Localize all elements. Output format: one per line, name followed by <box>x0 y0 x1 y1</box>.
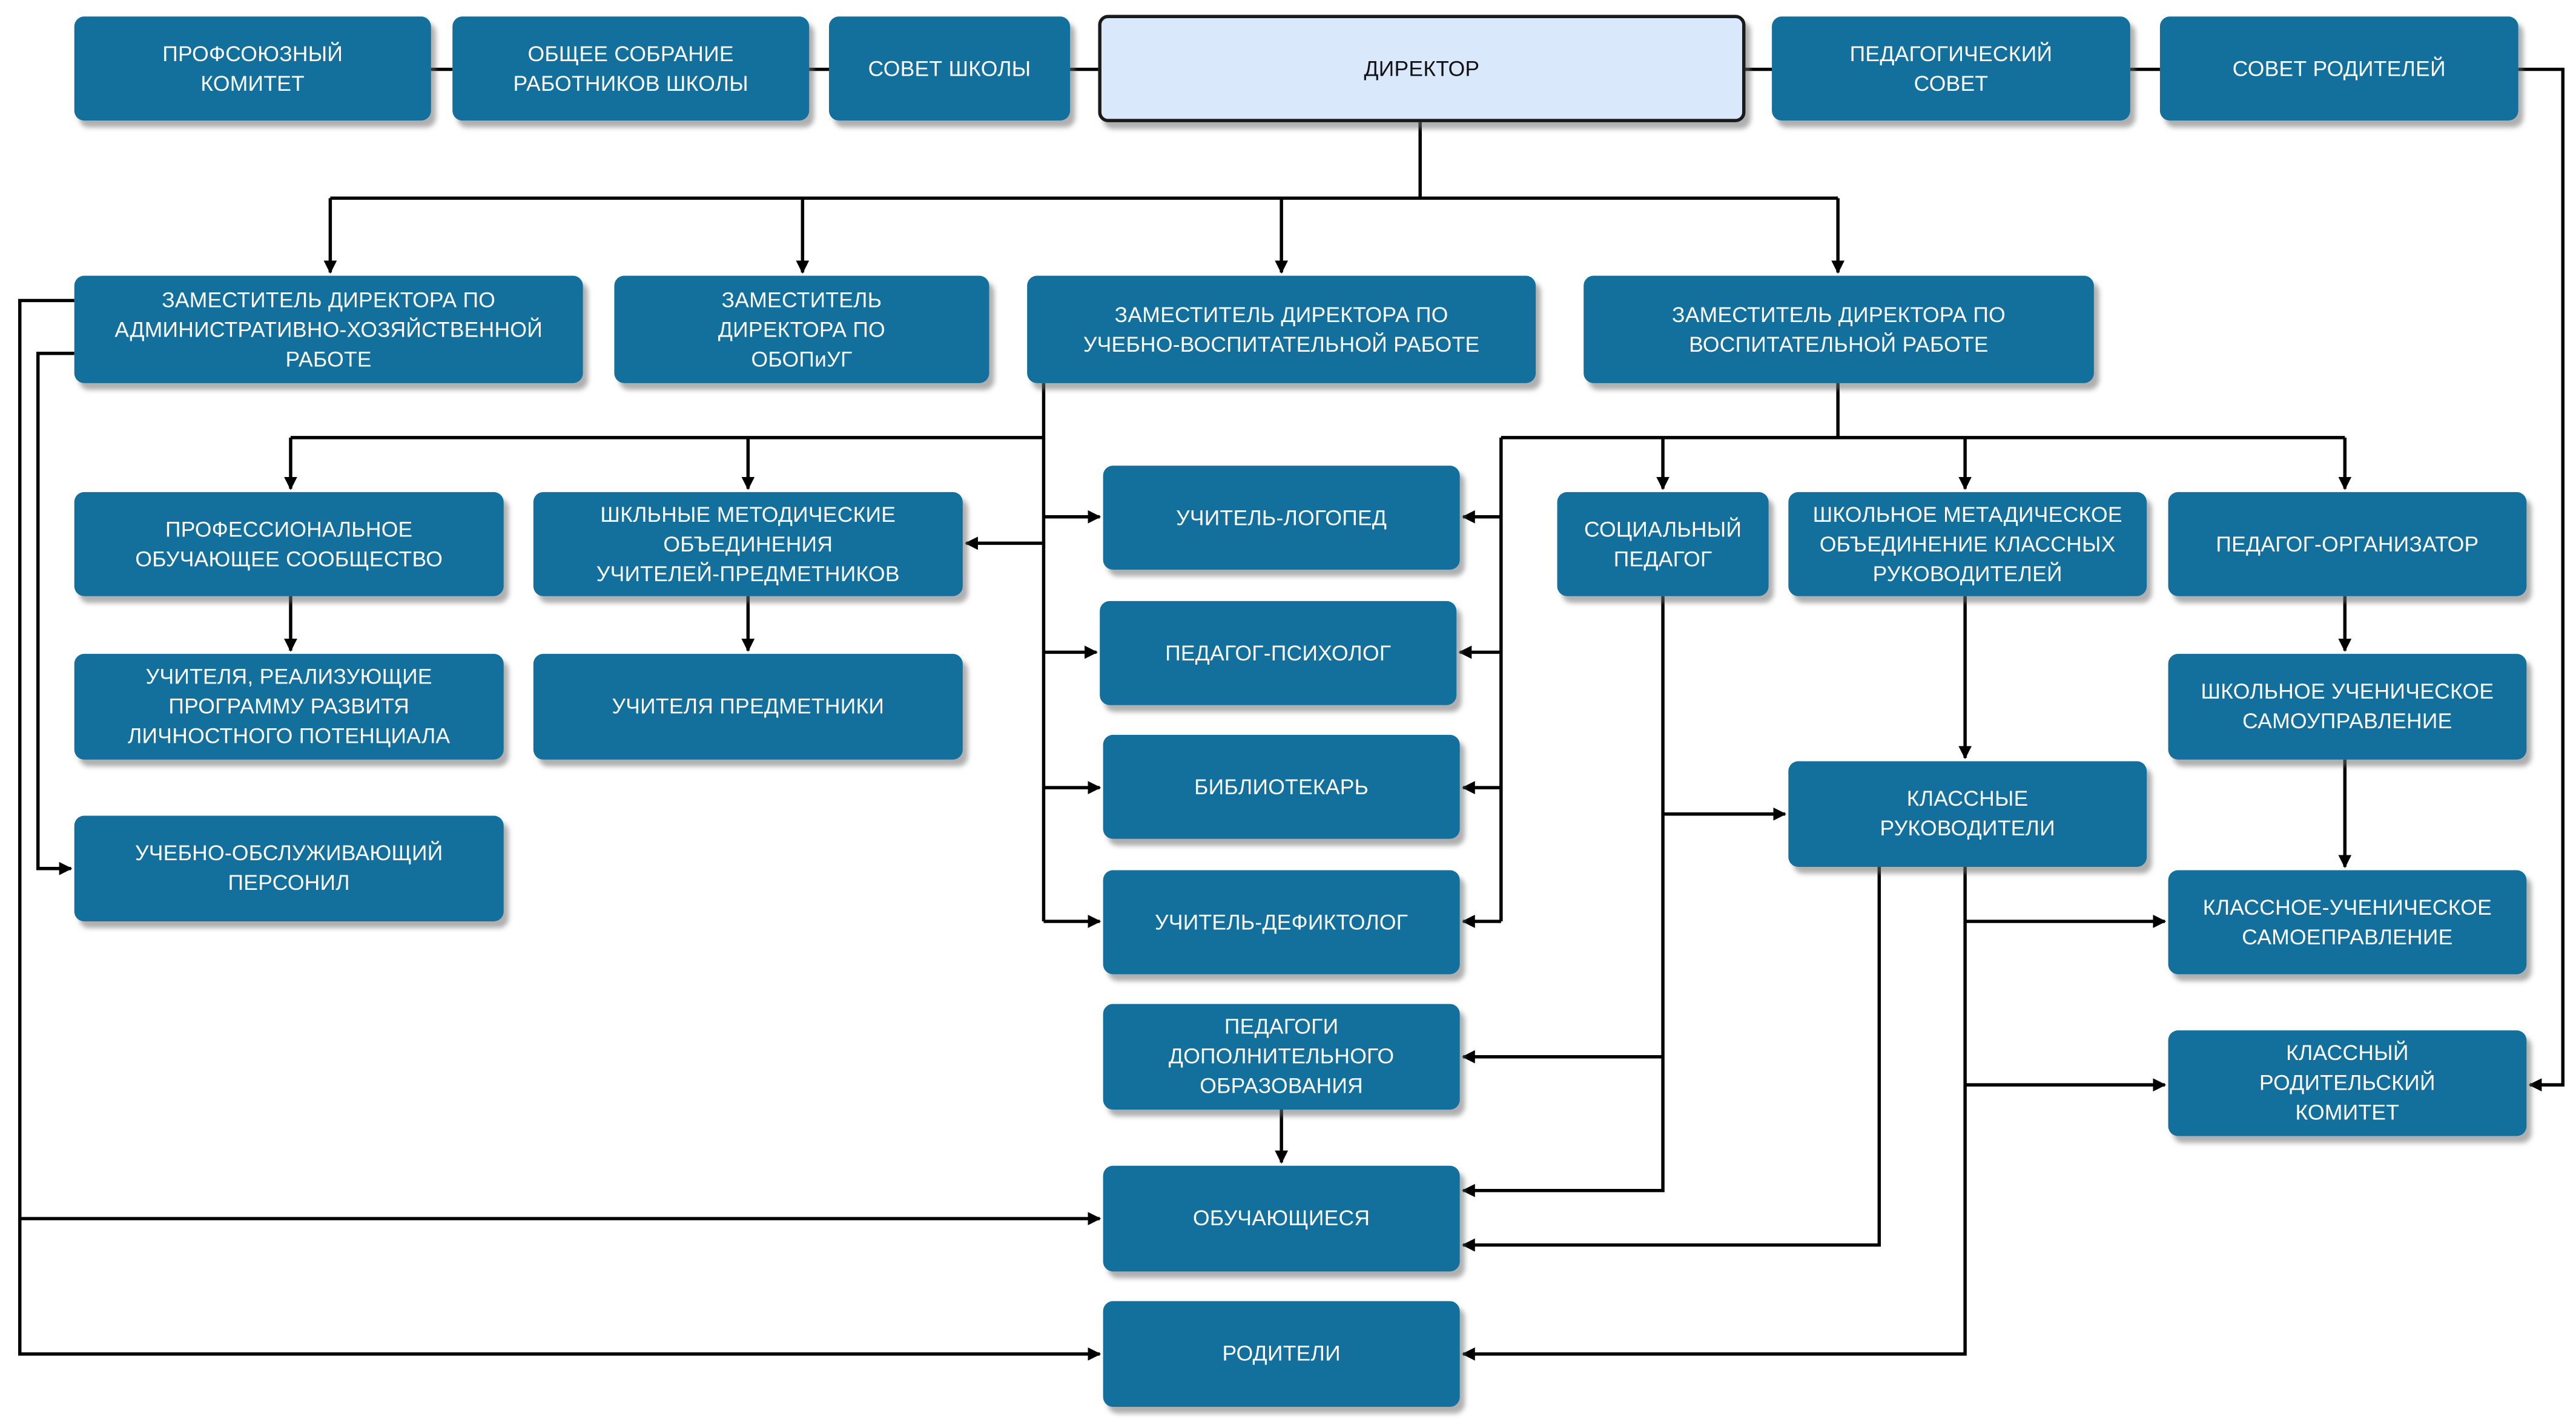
node-roditeli: РОДИТЕЛИ <box>1103 1301 1460 1407</box>
node-zam-ahr: ЗАМЕСТИТЕЛЬ ДИРЕКТОРА ПО АДМИНИСТРАТИВНО… <box>74 275 583 383</box>
node-sovet-roditeley: СОВЕТ РОДИТЕЛЕЙ <box>2159 16 2518 121</box>
node-zam-uvr: ЗАМЕСТИТЕЛЬ ДИРЕКТОРА ПО УЧЕБНО-ВОСПИТАТ… <box>1027 275 1536 383</box>
link-sovetrod-komitet <box>2518 67 2565 1092</box>
link-klass-ruk-roditeli <box>1461 867 1967 1361</box>
node-zam-vr: ЗАМЕСТИТЕЛЬ ДИРЕКТОРА ПО ВОСПИТАТЕЛЬНОЙ … <box>1584 275 2094 383</box>
node-ped-organizator: ПЕДАГОГ-ОРГАНИЗАТОР <box>2168 492 2527 596</box>
node-zam-obopiug: ЗАМЕСТИТЕЛЬ ДИРЕКТОРА ПО ОБОПиУГ <box>614 275 989 383</box>
node-profkom: ПРОФСОЮЗНЫЙ КОМИТЕТ <box>74 16 431 121</box>
node-shk-samoupr: ШКОЛЬНОЕ УЧЕНИЧЕСКОЕ САМОУПРАВЛЕНИЕ <box>2168 654 2527 760</box>
link-klass-ruk-obuchayushiesya <box>1461 867 1881 1252</box>
node-metod-obied: ШКЛЬНЫЕ МЕТОДИЧЕСКИЕ ОБЪЕДИНЕНИЯ УЧИТЕЛЕ… <box>533 492 963 596</box>
node-uchitelya-predmetniki: УЧИТЕЛЯ ПРЕДМЕТНИКИ <box>533 654 963 760</box>
node-soc-pedagog: СОЦИАЛЬНЫЙ ПЕДАГОГ <box>1557 492 1769 596</box>
node-bibliotekar: БИБЛИОТЕКАРЬ <box>1103 734 1460 839</box>
node-klass-ruk: КЛАССНЫЕ РУКОВОДИТЕЛИ <box>1788 761 2147 867</box>
link-soc-obuchayushiesya <box>1461 596 1665 1197</box>
node-klass-samoupr: КЛАССНОЕ-УЧЕНИЧЕСКОЕ САМОЕПРАВЛЕНИЕ <box>2168 870 2527 975</box>
node-defektolog: УЧИТЕЛЬ-ДЕФИКТОЛОГ <box>1103 870 1460 975</box>
node-sobranie: ОБЩЕЕ СОБРАНИЕ РАБОТНИКОВ ШКОЛЫ <box>452 16 810 121</box>
link-ahr-personal <box>36 352 74 875</box>
node-director: ДИРЕКТОР <box>1098 15 1746 122</box>
node-obsluzh-personal: УЧЕБНО-ОБСЛУЖИВАЮЩИЙ ПЕРСОНИЛ <box>74 815 504 922</box>
node-logoped: УЧИТЕЛЬ-ЛОГОПЕД <box>1103 466 1460 570</box>
node-uchitelya-potencial: УЧИТЕЛЯ, РЕАЛИЗУЮЩИЕ ПРОГРАММУ РАЗВИТЯ Л… <box>74 654 504 760</box>
node-sovet-shkoly: СОВЕТ ШКОЛЫ <box>828 16 1071 121</box>
node-metod-klass-ruk: ШКОЛЬНОЕ МЕТАДИЧЕСКОЕ ОБЪЕДИНЕНИЕ КЛАССН… <box>1788 492 2147 596</box>
node-prof-soobshestvo: ПРОФЕССИОНАЛЬНОЕ ОБУЧАЮЩЕЕ СООБЩЕСТВО <box>74 492 504 596</box>
node-psiholog: ПЕДАГОГ-ПСИХОЛОГ <box>1100 601 1457 705</box>
node-dop-obr: ПЕДАГОГИ ДОПОЛНИТЕЛЬНОГО ОБРАЗОВАНИЯ <box>1103 1004 1460 1110</box>
node-ped-sovet: ПЕДАГОГИЧЕСКИЙ СОВЕТ <box>1772 16 2130 121</box>
node-obuchayushiesya: ОБУЧАЮЩИЕСЯ <box>1103 1165 1460 1272</box>
link-ahr-roditeli <box>18 298 1101 1361</box>
node-klass-rod-komitet: КЛАССНЫЙ РОДИТЕЛЬСКИЙ КОМИТЕТ <box>2168 1030 2527 1136</box>
